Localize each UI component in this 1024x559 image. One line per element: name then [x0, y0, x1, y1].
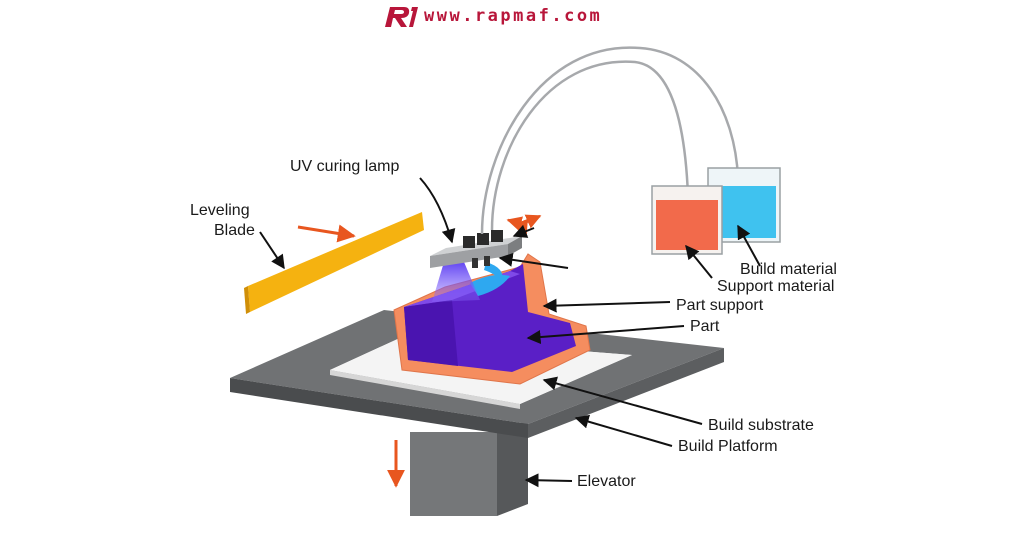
- feed-tubes: [480, 46, 740, 235]
- print-head: [430, 230, 522, 268]
- label-elevator: Elevator: [577, 473, 636, 490]
- build-material-container: [651, 185, 723, 255]
- arrow-part-support: [542, 298, 671, 313]
- leveling-blade: [244, 212, 424, 314]
- label-uv-curing-lamp: UV curing lamp: [290, 158, 400, 175]
- label-build-material: Build material: [740, 261, 837, 278]
- label-leveling: Leveling: [190, 202, 250, 219]
- arrow-build-material: [685, 244, 713, 279]
- rapmaf-logo: [385, 7, 418, 27]
- arrow-uv-lamp: [419, 177, 456, 244]
- blade-motion-arrow: [297, 224, 356, 243]
- label-build-platform: Build Platform: [678, 438, 778, 455]
- elevator: [410, 420, 528, 516]
- site-header: www.rapmaf.com: [0, 0, 1024, 34]
- uv-light: [432, 262, 480, 302]
- callout-arrows: [259, 177, 761, 488]
- label-build-substrate: Build substrate: [708, 417, 814, 434]
- label-part: Part: [690, 318, 720, 335]
- arrow-elevator: [524, 473, 573, 488]
- arrow-leveling-blade: [259, 231, 285, 270]
- arrow-part: [526, 325, 685, 345]
- arrow-support-material: [737, 224, 761, 267]
- arrow-build-platform: [574, 414, 673, 447]
- label-support-material: Support material: [717, 278, 835, 295]
- label-blade: Blade: [214, 222, 255, 239]
- arrow-head-top: [512, 224, 535, 238]
- label-part-support: Part support: [676, 297, 764, 314]
- arrow-build-substrate: [542, 376, 703, 425]
- arrow-support-to-head: [498, 252, 569, 269]
- part: [404, 262, 576, 372]
- site-url[interactable]: www.rapmaf.com: [424, 6, 603, 26]
